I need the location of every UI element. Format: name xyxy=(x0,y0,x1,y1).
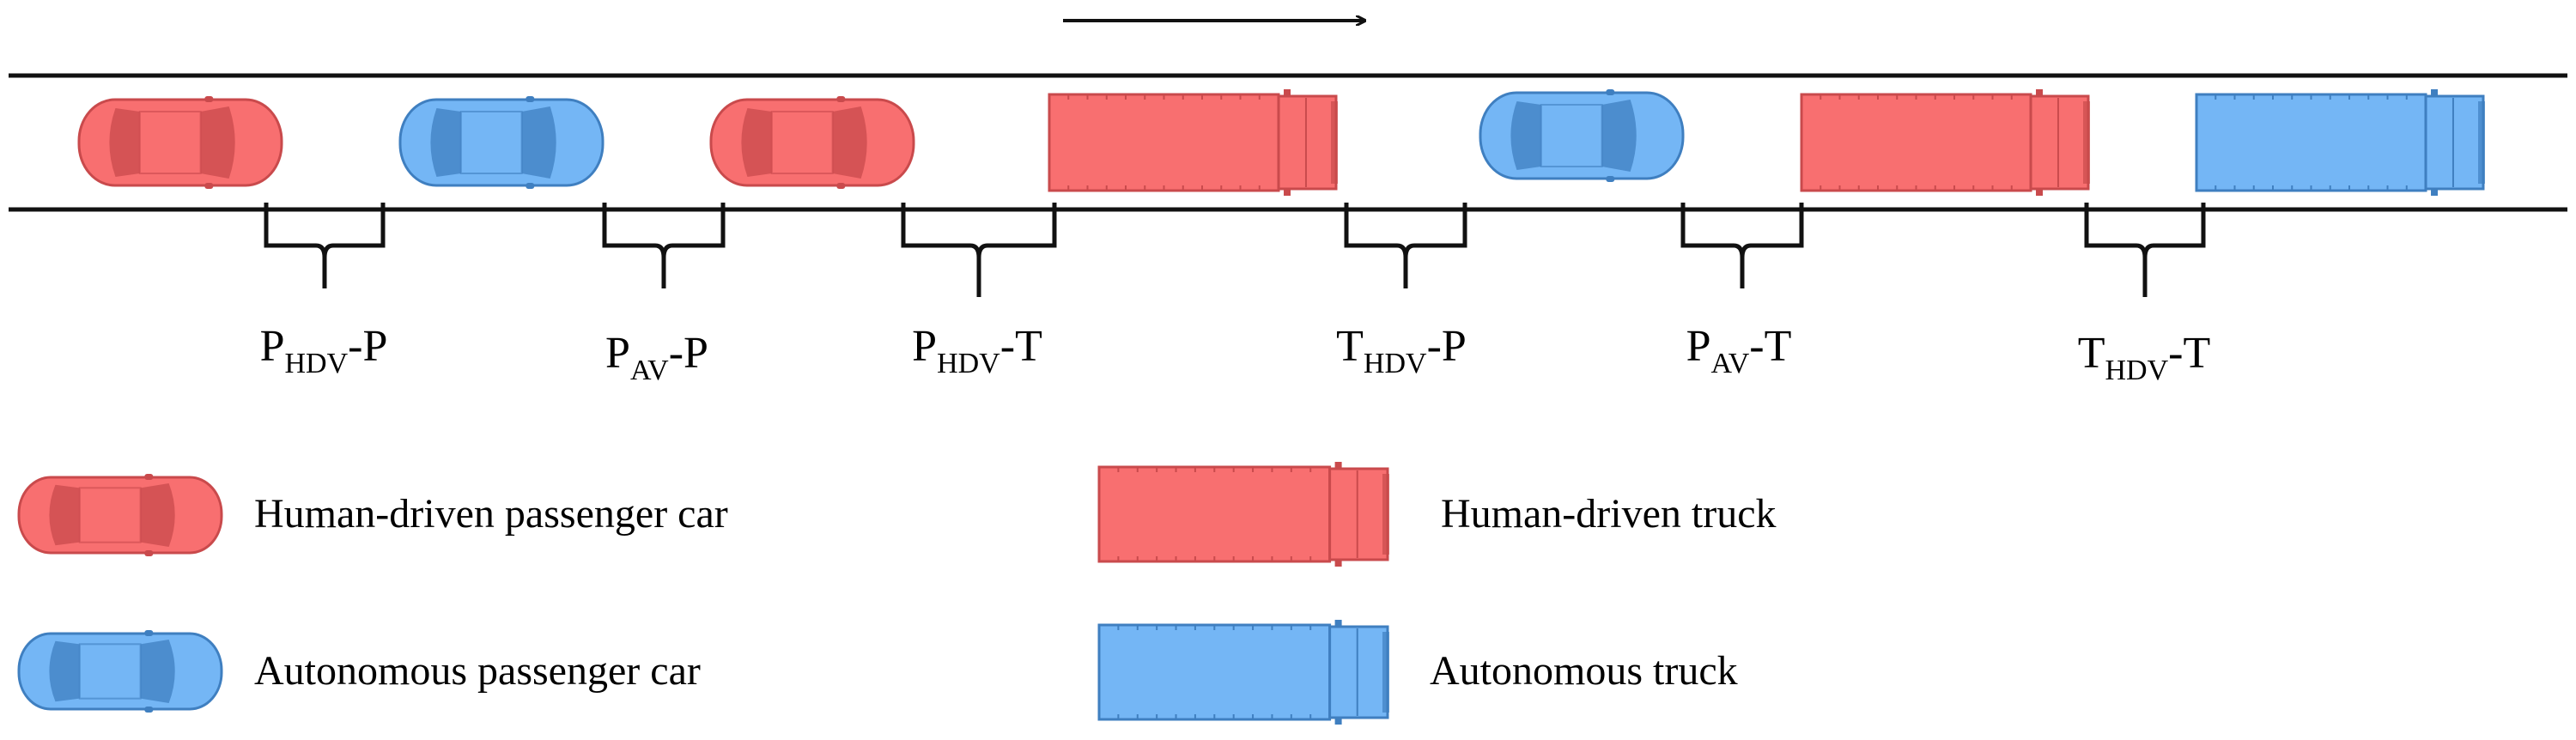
legend-label-autonomous-truck: Autonomous truck xyxy=(1430,648,1738,694)
human-driven-car-icon xyxy=(709,96,915,189)
legend-label-human-car: Human-driven passenger car xyxy=(254,491,728,537)
gap-bracket xyxy=(2084,203,2206,297)
human-driven-truck-icon xyxy=(1048,89,1338,196)
human-driven-car-icon xyxy=(77,96,283,189)
gap-bracket xyxy=(1344,203,1467,288)
gap-bracket xyxy=(264,203,386,288)
autonomous-truck-icon xyxy=(2195,89,2485,196)
legend-icons xyxy=(17,462,1389,725)
human-driven-truck-icon xyxy=(1097,462,1389,567)
road-vehicles xyxy=(77,89,2485,196)
legend: Human-driven passenger car Autonomous pa… xyxy=(254,491,1777,694)
gap-brackets xyxy=(264,203,2206,297)
gap-bracket xyxy=(1680,203,1804,288)
gap-label: PAV-P xyxy=(605,329,708,386)
autonomous-truck-icon xyxy=(1097,620,1389,725)
gap-bracket xyxy=(901,203,1057,297)
gap-labels: PHDV-P PAV-P PHDV-T THDV-P PAV-T THDV-T xyxy=(260,322,2211,386)
gap-label: PHDV-P xyxy=(260,322,388,379)
legend-label-autonomous-car: Autonomous passenger car xyxy=(254,648,701,694)
gap-label: THDV-T xyxy=(2078,329,2211,386)
human-driven-car-icon xyxy=(17,474,223,556)
gap-label: PHDV-T xyxy=(912,322,1042,379)
autonomous-car-icon xyxy=(17,630,223,713)
gap-bracket xyxy=(602,203,726,288)
gap-label: PAV-T xyxy=(1686,322,1792,379)
autonomous-car-icon xyxy=(398,96,605,189)
legend-label-human-truck: Human-driven truck xyxy=(1441,491,1777,537)
human-driven-truck-icon xyxy=(1800,89,2090,196)
autonomous-car-icon xyxy=(1479,89,1685,182)
gap-label: THDV-P xyxy=(1336,322,1467,379)
